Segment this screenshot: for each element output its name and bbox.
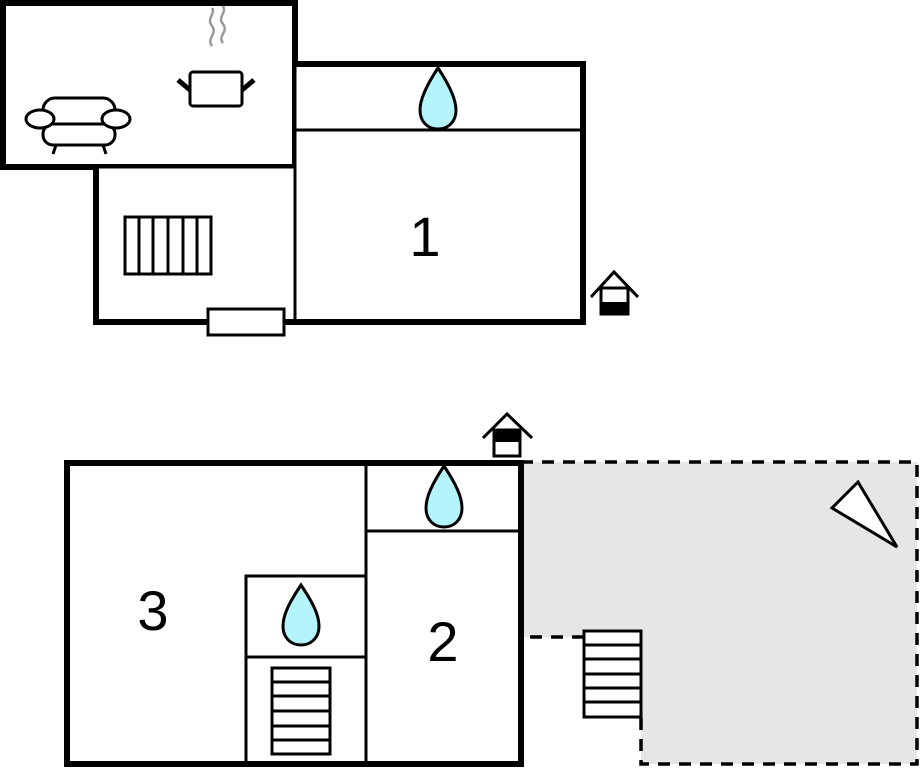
lower-floor: 3 2 — [64, 411, 919, 767]
staircase-icon — [123, 215, 213, 276]
door-step — [206, 307, 286, 337]
entrance-icon — [481, 411, 534, 458]
water-drop-icon — [418, 65, 458, 131]
terrace-outline — [521, 460, 919, 766]
room-label-2: 2 — [427, 610, 458, 673]
entrance-icon — [589, 269, 640, 316]
stair-room-outer-wall — [93, 167, 208, 325]
water-drop-icon — [424, 463, 464, 529]
north-arrow-icon — [829, 479, 899, 549]
room-label-3: 3 — [137, 579, 168, 642]
room-label-1: 1 — [409, 205, 440, 268]
sofa-icon — [24, 96, 132, 155]
staircase-icon — [270, 666, 332, 756]
upper-floor: 1 — [0, 0, 640, 337]
room-1-outer-wall — [284, 61, 586, 325]
outdoor-staircase — [582, 629, 643, 719]
cooking-pot-icon — [176, 5, 256, 108]
water-drop-icon — [281, 582, 321, 647]
